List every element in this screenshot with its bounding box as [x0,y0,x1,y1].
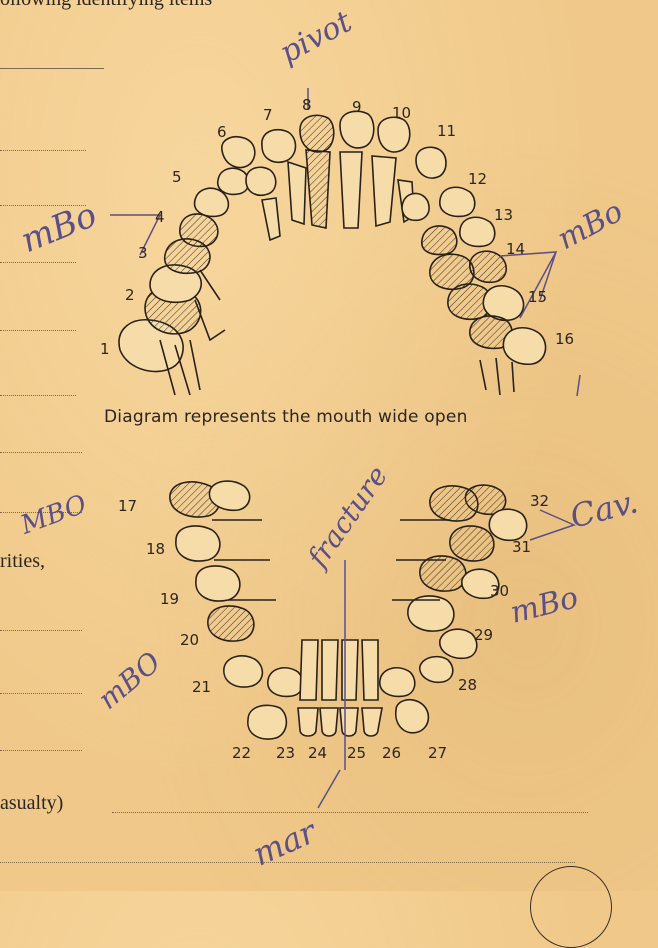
tooth-number-12: 12 [468,170,487,188]
diagram-caption: Diagram represents the mouth wide open [104,407,468,427]
tooth-number-31: 31 [512,538,531,556]
upper-front-teeth [222,111,446,240]
tooth-number-2: 2 [125,286,135,304]
upper-right-molars [422,187,546,395]
tooth-number-8: 8 [302,96,312,114]
tooth-number-18: 18 [146,540,165,558]
tooth-number-21: 21 [192,678,211,696]
tooth-number-4: 4 [155,208,165,226]
tooth-number-5: 5 [172,168,182,186]
tooth-number-7: 7 [263,106,273,124]
tooth-number-10: 10 [392,104,411,122]
upper-left-molars [119,168,249,395]
tooth-number-15: 15 [528,288,547,306]
tooth-number-29: 29 [474,626,493,644]
stamp-circle-fragment [530,866,612,948]
tooth-number-16: 16 [555,330,574,348]
tooth-number-24: 24 [308,744,327,762]
tooth-number-28: 28 [458,676,477,694]
tooth-number-13: 13 [494,206,513,224]
tooth-number-14: 14 [506,240,525,258]
tooth-number-9: 9 [352,98,362,116]
tooth-number-19: 19 [160,590,179,608]
tooth-number-32: 32 [530,492,549,510]
dental-chart-diagram [0,0,658,891]
tooth-number-20: 20 [180,631,199,649]
tooth-number-26: 26 [382,744,401,762]
tooth-number-6: 6 [217,123,227,141]
tooth-number-27: 27 [428,744,447,762]
tooth-number-3: 3 [138,244,148,262]
tooth-number-23: 23 [276,744,295,762]
tooth-number-22: 22 [232,744,251,762]
dental-record-page: ollowing identifying items rities, asual… [0,0,658,891]
tooth-number-17: 17 [118,497,137,515]
tooth-number-1: 1 [100,340,110,358]
tooth-number-25: 25 [347,744,366,762]
lower-front-teeth [248,640,429,739]
tooth-number-11: 11 [437,122,456,140]
lower-left-molars [170,481,276,687]
